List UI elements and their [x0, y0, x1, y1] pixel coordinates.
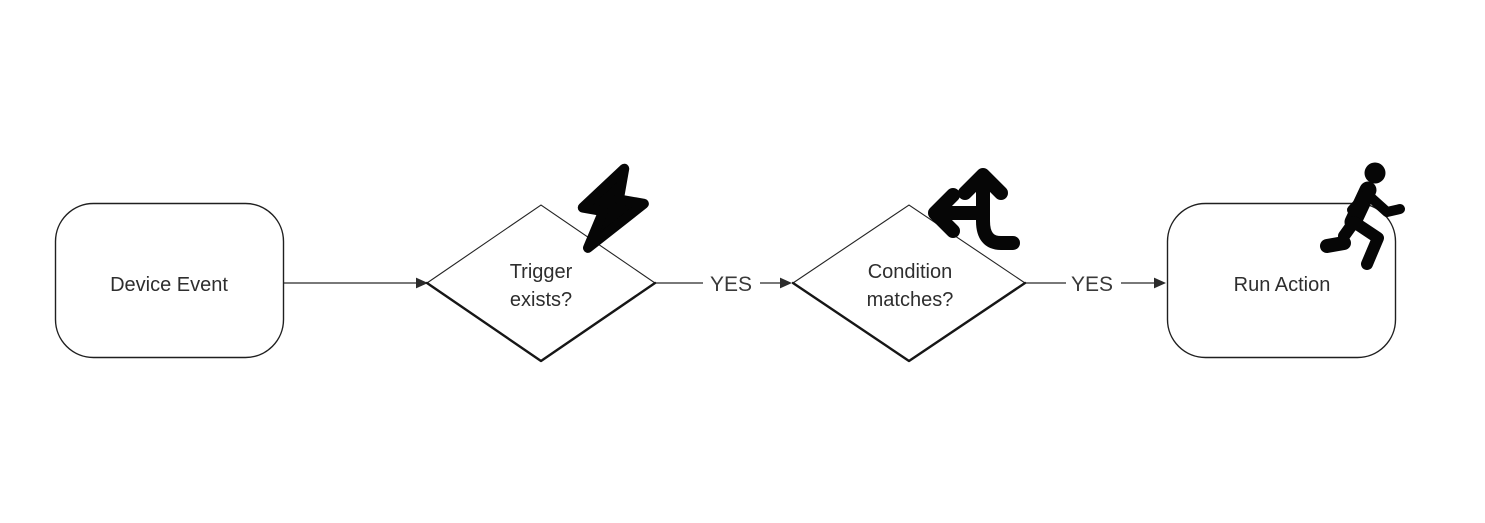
trigger-exists-shape-shadow [425, 281, 657, 363]
edge-device-event-to-trigger[interactable] [284, 277, 428, 289]
person-running-icon [1320, 162, 1405, 270]
arrowhead-icon [1154, 277, 1166, 289]
arrowhead-icon [780, 277, 792, 289]
split-arrows-up-left-icon [928, 168, 1020, 250]
node-trigger-exists[interactable]: Trigger exists? [425, 163, 657, 363]
edge-condition-to-run-action-yes[interactable]: YES [1026, 273, 1166, 296]
node-condition-matches[interactable]: Condition matches? [791, 168, 1027, 363]
device-event-label: Device Event [110, 274, 228, 296]
edge-trigger-to-condition-yes[interactable]: YES [656, 273, 792, 296]
edge-label-yes: YES [1071, 273, 1113, 296]
trigger-exists-label-line2: exists? [510, 289, 572, 311]
condition-matches-label-line1: Condition [868, 261, 953, 283]
lightning-bolt-icon [577, 163, 649, 253]
edge-label-yes: YES [710, 273, 752, 296]
condition-matches-shape-shadow [791, 281, 1027, 363]
node-run-action[interactable]: Run Action [1166, 162, 1405, 359]
condition-matches-label-line2: matches? [867, 289, 954, 311]
trigger-exists-label-line1: Trigger [510, 261, 573, 283]
run-action-label: Run Action [1234, 274, 1331, 296]
trigger-exists-shape [426, 204, 656, 362]
arrowhead-icon [416, 277, 428, 289]
device-event-shape [54, 202, 285, 359]
node-device-event[interactable]: Device Event [54, 202, 285, 359]
